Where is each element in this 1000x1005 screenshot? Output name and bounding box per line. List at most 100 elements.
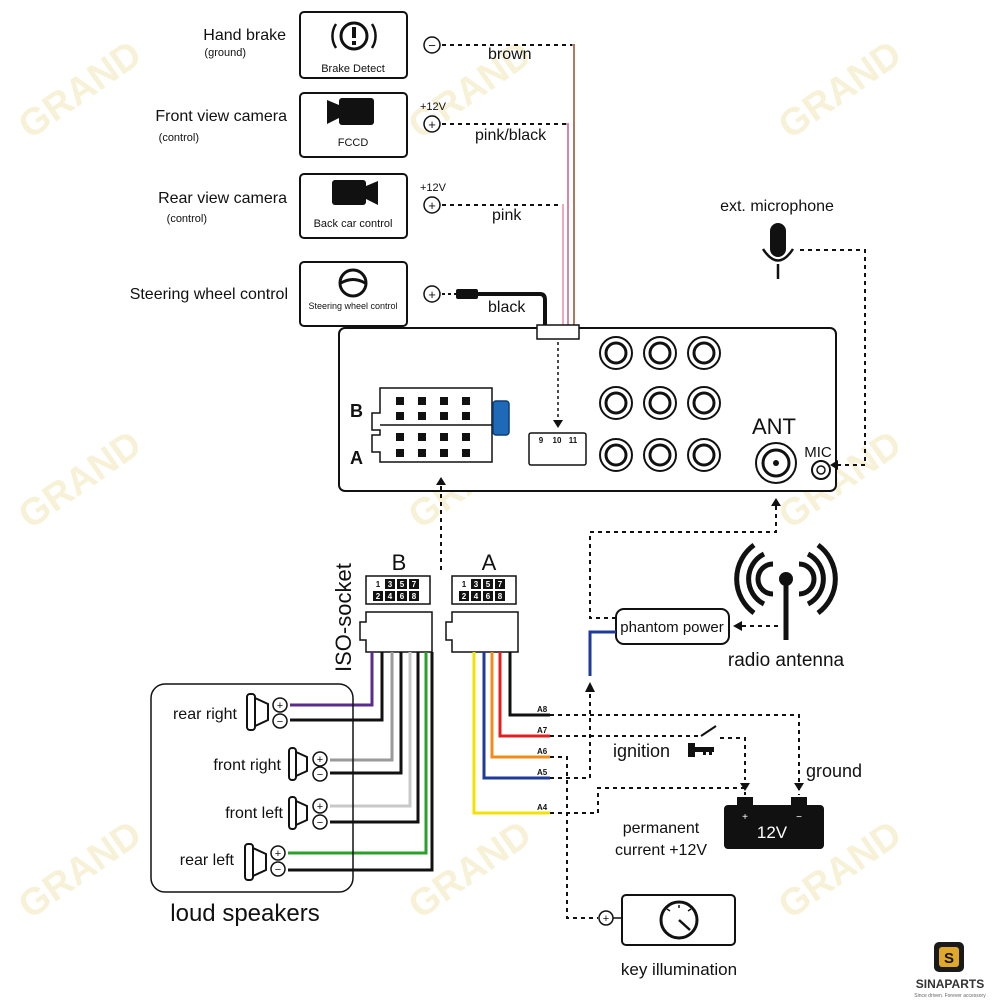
input-front-camera: Front view camera (control) FCCD +12V + … [155, 92, 566, 158]
terminal-sign: + [275, 848, 281, 860]
input-sublabel: (control) [167, 213, 207, 225]
antenna-title: radio antenna [728, 650, 845, 671]
antenna-icon [734, 542, 838, 616]
iso-a-connector: 1 3 5 7 2 4 6 8 [445, 575, 519, 653]
plug-pin: 9 [539, 436, 544, 445]
iso-pin: 5 [400, 580, 405, 589]
input-label: Hand brake [203, 27, 286, 44]
brand-tagline: Since driven. Forever accessory [914, 993, 986, 999]
key-illumination: + key illumination [598, 894, 737, 979]
plus-terminal-icon [270, 845, 286, 861]
terminal-sign: + [277, 700, 283, 712]
battery-minus-sign: − [796, 812, 802, 823]
device-box [299, 173, 408, 239]
device-box [299, 261, 408, 327]
terminal-sign: − [277, 716, 283, 728]
iso-pin: 2 [462, 592, 467, 601]
plus-terminal-icon [272, 697, 288, 713]
terminal-sign: + [317, 801, 323, 813]
fuse-icon [492, 400, 510, 436]
iso-pin: 5 [486, 580, 491, 589]
input-label: Steering wheel control [130, 286, 288, 303]
iso-pin: 8 [498, 592, 503, 601]
ignition-label: ignition [613, 741, 670, 761]
row-label-a: A [350, 448, 363, 468]
speaker-icon [244, 843, 267, 881]
plug-icon [456, 289, 478, 299]
speaker-label: front right [213, 757, 281, 774]
speaker-rear-left: rear left + − [180, 843, 286, 881]
speaker-front-right: front right + − [213, 747, 328, 782]
ant-label: ANT [752, 414, 796, 439]
iso-pin: 6 [400, 592, 405, 601]
battery-label: 12V [757, 823, 788, 842]
input-steering-wheel: Steering wheel control Steering wheel co… [130, 261, 526, 327]
permanent-label: permanent [623, 820, 700, 837]
microphone-icon [761, 223, 795, 279]
speaker-label: rear right [173, 706, 238, 723]
power-wires [472, 652, 550, 815]
input-hand-brake: Hand brake (ground) Brake Detect − brown [203, 11, 572, 79]
radio-antenna: radio antenna phantom power [588, 498, 845, 676]
brake-icon [331, 21, 377, 51]
iso-a-label: A [482, 550, 497, 575]
iso-pin: 2 [376, 592, 381, 601]
wire-tag: A4 [537, 803, 548, 812]
minus-terminal-icon [423, 36, 441, 54]
input-label: Front view camera [155, 108, 287, 125]
iso-pin: 4 [474, 592, 479, 601]
watermark: GRAND [11, 423, 149, 537]
speaker-front-left: front left + − [225, 796, 328, 830]
watermark: GRAND [11, 33, 149, 147]
gauge-icon [659, 900, 699, 940]
plus-terminal-icon [423, 285, 441, 303]
rca-jacks [599, 336, 721, 472]
wire-tag: A5 [537, 768, 548, 777]
input-sublabel: (control) [159, 132, 199, 144]
device-box-label: Back car control [314, 218, 393, 230]
key-icon [688, 743, 714, 757]
iso-pin: 7 [498, 580, 503, 589]
input-rear-camera: Rear view camera (control) Back car cont… [158, 173, 562, 239]
ext-microphone: ext. microphone [720, 198, 866, 470]
input-sublabel: (ground) [204, 47, 246, 59]
speaker-icon [288, 796, 308, 830]
terminal-sign: + [317, 754, 323, 766]
small-connector [528, 432, 587, 466]
device-box-label: FCCD [338, 137, 369, 149]
minus-terminal-icon [270, 861, 286, 877]
plus-terminal-icon [312, 798, 328, 814]
camera-icon [332, 180, 378, 205]
iso-b-connector: 1 3 5 7 2 4 6 8 [359, 575, 433, 653]
device-box-label: Brake Detect [321, 63, 385, 75]
iso-b-label: B [392, 550, 407, 575]
top-plug [536, 324, 580, 340]
battery-plus-sign: + [742, 812, 748, 823]
ground-label: ground [806, 761, 862, 781]
permanent-label: current +12V [615, 842, 707, 859]
loud-speakers: loud speakers rear right + − front right… [150, 683, 354, 927]
speaker-label: front left [225, 805, 283, 822]
row-label-b: B [350, 401, 363, 421]
terminal-sign: − [317, 817, 323, 829]
terminal-sign: − [317, 769, 323, 781]
ignition: ignition [613, 725, 717, 761]
iso-pin: 3 [474, 580, 479, 589]
plus-terminal-icon [423, 196, 441, 214]
mic-jack-icon [811, 460, 831, 480]
iso-pin: 1 [462, 580, 467, 589]
brand-name: SINAPARTS [916, 977, 984, 991]
voltage-label: +12V [420, 182, 447, 194]
voltage-label: +12V [420, 101, 447, 113]
phantom-power-box [615, 608, 730, 645]
wire-label: pink/black [475, 127, 547, 144]
iso-socket: ISO-socket B A 1 3 5 7 2 4 6 8 1 3 5 7 2… [331, 550, 519, 672]
mic-title: ext. microphone [720, 198, 834, 215]
plug-pin: 10 [553, 436, 562, 445]
key-illumination-label: key illumination [621, 960, 737, 979]
iso-pin: 8 [412, 592, 417, 601]
speakers-title: loud speakers [170, 900, 319, 927]
terminal-sign: + [603, 913, 609, 925]
mic-label: MIC [804, 444, 832, 461]
